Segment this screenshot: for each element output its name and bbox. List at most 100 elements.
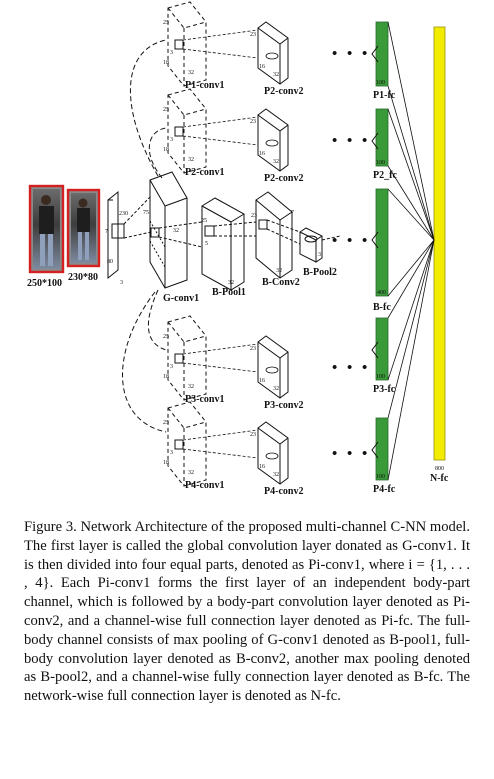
part-ellipsis: • • • <box>332 46 370 62</box>
part-conv2-dim-32: 32 <box>273 72 279 78</box>
part-conv1-dim-3: 3 <box>170 50 173 56</box>
part-conv1-dim-3: 3 <box>170 450 173 456</box>
part-conv2-dim-16: 16 <box>259 464 265 470</box>
part-fc-brace <box>371 132 379 150</box>
bconv2-dim-23: 23 <box>251 213 257 219</box>
part-conv2-label: P2-conv2 <box>264 173 303 184</box>
part-ellipsis: • • • <box>332 360 370 376</box>
part-conv1-dim-25: 25 <box>163 334 169 340</box>
part-conv1-dim-32: 32 <box>188 70 194 76</box>
bpool2-dim-3: 3 <box>318 252 321 258</box>
part-fc-label: P2_fc <box>373 170 397 181</box>
part-conv1-dim-32: 32 <box>188 470 194 476</box>
part-conv1-dim-32: 32 <box>188 384 194 390</box>
nfc-dim: 800 <box>435 466 444 472</box>
part-ellipsis: • • • <box>332 446 370 462</box>
part-conv1-label: P3-conv1 <box>185 394 224 405</box>
part-conv1-projection-top <box>182 343 259 355</box>
part-conv2-dim-23: 23 <box>250 432 256 438</box>
part-conv1-kernel <box>174 39 184 50</box>
part-conv1-volume <box>167 1 207 87</box>
part-conv1-kernel <box>174 126 184 137</box>
part-conv2-kernel <box>265 452 279 460</box>
part-conv1-projection-top <box>182 429 259 441</box>
part-conv1-dim-18: 18 <box>163 147 169 153</box>
input-kernel-k: 7 <box>105 229 108 235</box>
part-conv1-kernel <box>174 353 184 364</box>
part-conv2-dim-16: 16 <box>259 151 265 157</box>
bpool2-label: B-Pool2 <box>303 267 337 278</box>
part-fc-bar <box>375 21 389 87</box>
part-conv1-label: P2-conv1 <box>185 167 224 178</box>
gconv1-dim-75: 75 <box>143 210 149 216</box>
part-conv2-dim-16: 16 <box>259 378 265 384</box>
bfc-bar <box>375 188 389 297</box>
part-conv1-projection-top <box>182 29 259 41</box>
part-conv1-dim-25: 25 <box>163 107 169 113</box>
bconv2-volume <box>255 191 301 279</box>
nfc-label: N-fc <box>430 473 449 484</box>
part-conv2-volume <box>257 335 289 399</box>
input-dim-w: 80 <box>107 259 113 265</box>
part-conv2-label: P3-conv2 <box>264 400 303 411</box>
part-conv2-volume <box>257 421 289 485</box>
bfc-input-brace <box>371 231 379 249</box>
part-conv2-dim-23: 23 <box>250 119 256 125</box>
part-fc-label: P3-fc <box>373 384 396 395</box>
nfc-connections <box>387 21 435 481</box>
part-conv1-dim-25: 25 <box>163 420 169 426</box>
part-fc-brace <box>371 45 379 63</box>
part-conv2-dim-32: 32 <box>273 159 279 165</box>
part-fc-bar <box>375 417 389 481</box>
part-conv2-kernel <box>265 139 279 147</box>
part-conv1-volume <box>167 401 207 487</box>
bconv2-label: B-Conv2 <box>262 277 300 288</box>
bpool1-label: B-Pool1 <box>212 287 246 298</box>
part-conv1-dim-25: 25 <box>163 20 169 26</box>
part-ellipsis: • • • <box>332 133 370 149</box>
part-conv1-projection-bottom <box>182 448 259 459</box>
input-dim-c: 3 <box>120 280 123 286</box>
part-conv1-dim-18: 18 <box>163 460 169 466</box>
part-conv1-dim-18: 18 <box>163 374 169 380</box>
figure-caption: Figure 3. Network Architecture of the pr… <box>24 519 470 705</box>
part-conv2-label: P4-conv2 <box>264 486 303 497</box>
bpool1-dim-k: 5 <box>205 241 208 247</box>
part-conv2-dim-23: 23 <box>250 32 256 38</box>
part-fc-bar <box>375 108 389 167</box>
part-conv2-volume <box>257 108 289 172</box>
input-image-230x80 <box>66 188 101 268</box>
part-fc-dim: 100 <box>376 374 385 380</box>
bpool2-dim-7: 7 <box>291 210 294 216</box>
part-conv1-projection-bottom <box>182 362 259 373</box>
gconv1-label: G-conv1 <box>163 293 199 304</box>
part-conv1-volume <box>167 88 207 174</box>
bconv2-dim-32: 32 <box>276 268 282 274</box>
bpool1-dim-32: 32 <box>228 280 234 286</box>
part-conv1-label: P1-conv1 <box>185 80 224 91</box>
part-conv1-volume <box>167 315 207 401</box>
part-fc-dim: 100 <box>376 474 385 480</box>
part-fc-brace <box>371 341 379 359</box>
part-conv2-dim-16: 16 <box>259 64 265 70</box>
bpool1-dim-25: 25 <box>201 218 207 224</box>
bfc-dim: 400 <box>377 290 386 296</box>
bpool2-volume <box>299 227 341 263</box>
bfc-ellipsis: • • • <box>332 233 370 249</box>
part-conv1-projection-bottom <box>182 48 259 59</box>
part-conv2-label: P2-conv2 <box>264 86 303 97</box>
part-conv1-projection-top <box>182 116 259 128</box>
part-conv1-dim-3: 3 <box>170 137 173 143</box>
part-fc-dim: 100 <box>376 160 385 166</box>
gconv1-dim-32: 32 <box>173 228 179 234</box>
gconv1-volume <box>149 171 203 289</box>
nfc-bar <box>433 26 446 461</box>
part-fc-bar <box>375 317 389 381</box>
part-conv1-label: P4-conv1 <box>185 480 224 491</box>
part-conv1-dim-18: 18 <box>163 60 169 66</box>
input-dim-h: 230 <box>119 211 128 217</box>
